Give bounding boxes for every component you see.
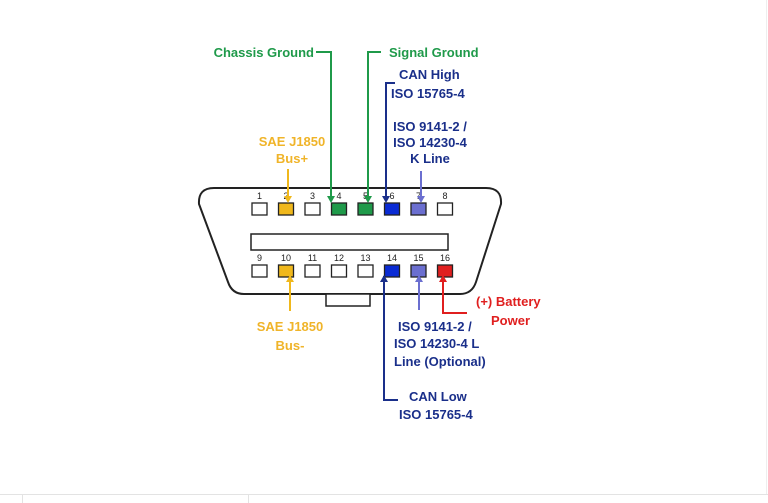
pin-5 <box>357 202 374 216</box>
pin-11 <box>304 264 321 278</box>
pin-number-label: 8 <box>442 191 447 201</box>
can-high-label-line2: ISO 15765-4 <box>391 86 465 101</box>
j1850-plus-arrow-icon <box>284 196 292 203</box>
kline-label-line1: ISO 9141-2 / <box>393 119 467 134</box>
pin-number-label: 14 <box>387 253 397 263</box>
pin-4 <box>330 202 348 216</box>
lline-label-line1: ISO 9141-2 / <box>398 319 472 334</box>
signal-ground-line <box>367 51 381 201</box>
signal-ground-arrow-icon <box>364 196 372 203</box>
can-low-arrow-icon <box>380 275 388 282</box>
pin-number-label: 13 <box>360 253 370 263</box>
lline-label-line2: ISO 14230-4 L <box>394 336 479 351</box>
bottom-toolbar-edge <box>0 494 768 503</box>
battery-label-line2: Power <box>491 313 530 328</box>
pin-15 <box>410 264 427 278</box>
kline-label-line2: ISO 14230-4 <box>393 135 467 150</box>
connector-center-slot <box>250 233 449 251</box>
kline-label-line3: K Line <box>410 151 450 166</box>
right-divider <box>766 0 767 494</box>
pin-number-label: 9 <box>257 253 262 263</box>
pin-2 <box>277 202 295 216</box>
j1850-plus-label-line2: Bus+ <box>276 151 309 166</box>
pin-number-label: 1 <box>257 191 262 201</box>
can-high-arrow-icon <box>382 196 390 203</box>
toolbar-separator <box>248 495 249 503</box>
pin-10 <box>277 264 295 278</box>
can-low-line <box>383 276 398 401</box>
can-high-label-line1: CAN High <box>399 67 460 82</box>
toolbar-separator <box>22 495 23 503</box>
kline-top-arrow-icon <box>417 196 425 203</box>
pin-number-label: 3 <box>310 191 315 201</box>
j1850-minus-label-line1: SAE J1850 <box>257 319 324 334</box>
can-low-label-line2: ISO 15765-4 <box>399 407 473 422</box>
pin-3 <box>304 202 321 216</box>
pin-number-label: 15 <box>413 253 423 263</box>
chassis-ground-arrow-icon <box>327 196 335 203</box>
chassis-ground-label: Chassis Ground <box>214 45 314 60</box>
chassis-ground-line <box>316 51 332 201</box>
battery-line <box>442 276 467 314</box>
pin-number-label: 4 <box>336 191 341 201</box>
pin-7 <box>410 202 427 216</box>
pin-12 <box>330 264 348 278</box>
j1850-minus-arrow-icon <box>286 275 294 282</box>
j1850-plus-label-line1: SAE J1850 <box>259 134 326 149</box>
signal-ground-label: Signal Ground <box>389 45 479 60</box>
pin-9 <box>251 264 268 278</box>
pin-6 <box>383 202 401 216</box>
pin-number-label: 6 <box>389 191 394 201</box>
pin-number-label: 10 <box>281 253 291 263</box>
can-low-label-line1: CAN Low <box>409 389 468 404</box>
battery-label-line1: (+) Battery <box>476 294 541 309</box>
lline-arrow-icon <box>415 275 423 282</box>
pin-number-label: 12 <box>334 253 344 263</box>
pin-16 <box>436 264 454 278</box>
connector-bottom-key <box>325 293 371 307</box>
pin-1 <box>251 202 268 216</box>
lline-label-line3: Line (Optional) <box>394 354 486 369</box>
can-high-line <box>385 82 395 201</box>
j1850-minus-label-line2: Bus- <box>276 338 305 353</box>
pin-8 <box>436 202 454 216</box>
battery-arrow-icon <box>439 275 447 282</box>
pin-13 <box>357 264 374 278</box>
pin-number-label: 11 <box>308 253 317 263</box>
pin-14 <box>383 264 401 278</box>
pin-number-label: 16 <box>440 253 450 263</box>
